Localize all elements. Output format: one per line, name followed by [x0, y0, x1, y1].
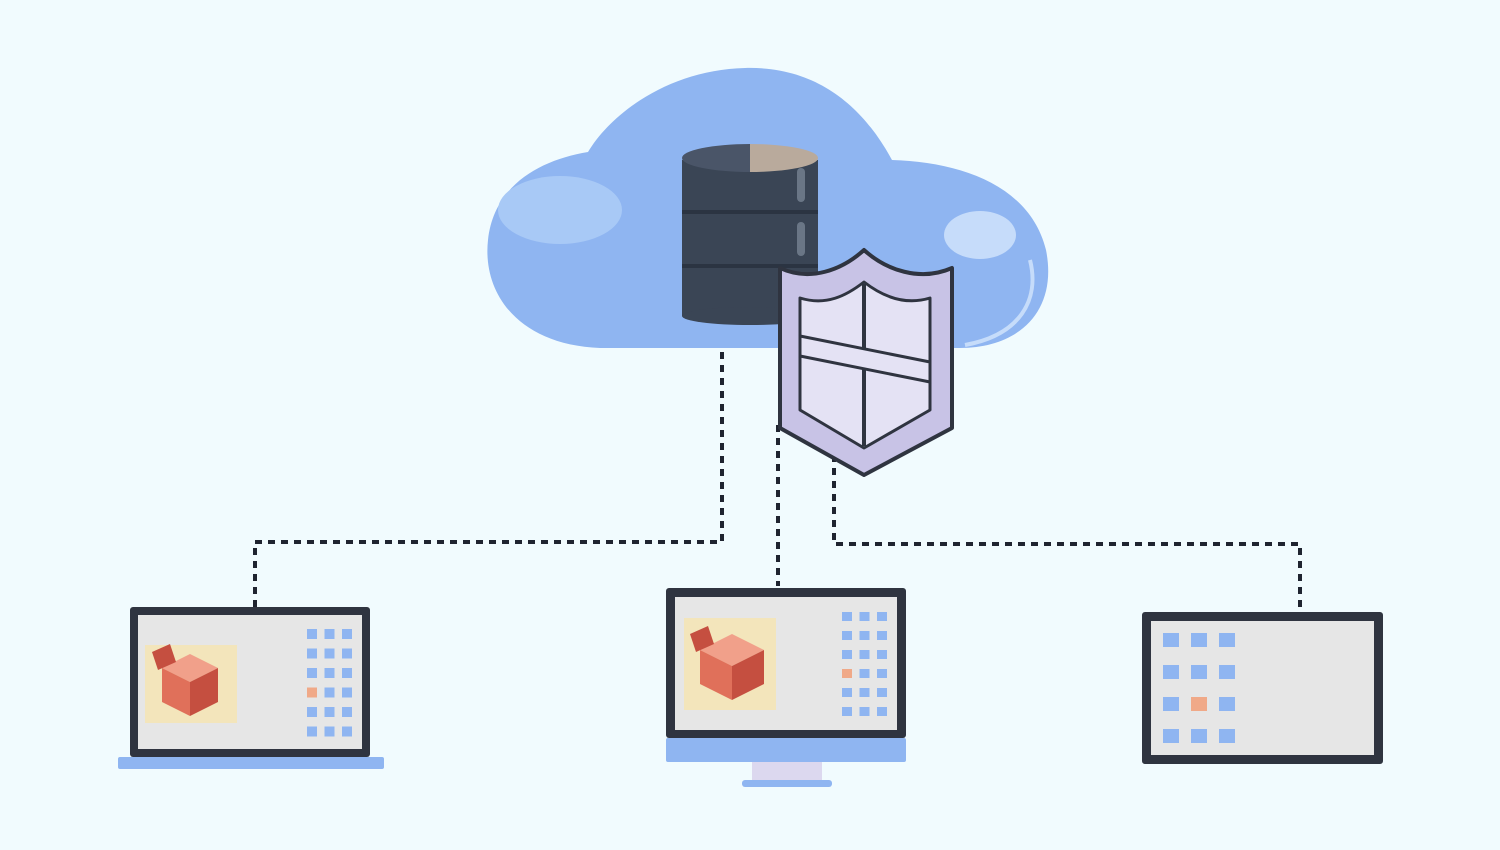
screen-tile [324, 687, 335, 698]
monitor-icon [666, 588, 906, 787]
screen-tile [877, 650, 887, 659]
screen-tile [342, 687, 352, 698]
screen-tile [324, 629, 335, 639]
screen-tile [342, 726, 352, 737]
screen-tile [859, 650, 870, 659]
screen-tile [1191, 729, 1207, 743]
screen-tile [877, 612, 887, 621]
screen-tile [307, 648, 317, 659]
laptop-base [118, 757, 384, 769]
screen-tile [859, 669, 870, 678]
monitor-foot [742, 780, 832, 787]
tablet-screen [1151, 621, 1374, 755]
screen-tile [1163, 665, 1179, 679]
screen-tile [342, 648, 352, 659]
screen-tile [342, 629, 352, 639]
screen-tile [877, 688, 887, 697]
tablet-icon [1142, 612, 1383, 764]
screen-tile [1219, 697, 1235, 711]
screen-tile [324, 707, 335, 717]
screen-tile [842, 650, 852, 659]
screen-tile [307, 668, 317, 678]
monitor-stand [752, 760, 822, 782]
tile-grid [1163, 633, 1235, 743]
laptop-icon [118, 607, 384, 769]
screen-tile [877, 669, 887, 678]
screen-tile [1163, 697, 1179, 711]
screen-tile [307, 629, 317, 639]
shield-icon [778, 248, 954, 477]
screen-tile [1219, 729, 1235, 743]
screen-tile [859, 612, 870, 621]
screen-tile [307, 726, 317, 737]
connectors [253, 352, 1302, 612]
screen-tile [859, 688, 870, 697]
connector-to-laptop [253, 352, 724, 608]
screen-tile [842, 631, 852, 640]
screen-tile [324, 648, 335, 659]
database-icon [682, 144, 818, 325]
screen-tile [324, 726, 335, 737]
package-cube-icon [152, 644, 218, 716]
screen-tile [859, 707, 870, 716]
monitor-chin [666, 738, 906, 762]
screen-tile [859, 631, 870, 640]
screen-tile [342, 668, 352, 678]
tile-grid [307, 629, 352, 737]
screen-tile [1163, 633, 1179, 647]
screen-tile [877, 707, 887, 716]
connector-to-tablet [832, 455, 1302, 612]
screen-tile [1219, 665, 1235, 679]
screen-tile [342, 707, 352, 717]
screen-tile [1191, 633, 1207, 647]
screen-tile [307, 687, 317, 698]
screen-tile [1163, 729, 1179, 743]
screen-tile [842, 612, 852, 621]
screen-tile [877, 631, 887, 640]
screen-tile [307, 707, 317, 717]
package-cube-icon [690, 626, 764, 700]
screen-tile [1191, 665, 1207, 679]
screen-tile [842, 688, 852, 697]
tile-grid [842, 612, 887, 716]
screen-tile [1191, 697, 1207, 711]
screen-tile [324, 668, 335, 678]
screen-tile [1219, 633, 1235, 647]
screen-tile [842, 707, 852, 716]
screen-tile [842, 669, 852, 678]
